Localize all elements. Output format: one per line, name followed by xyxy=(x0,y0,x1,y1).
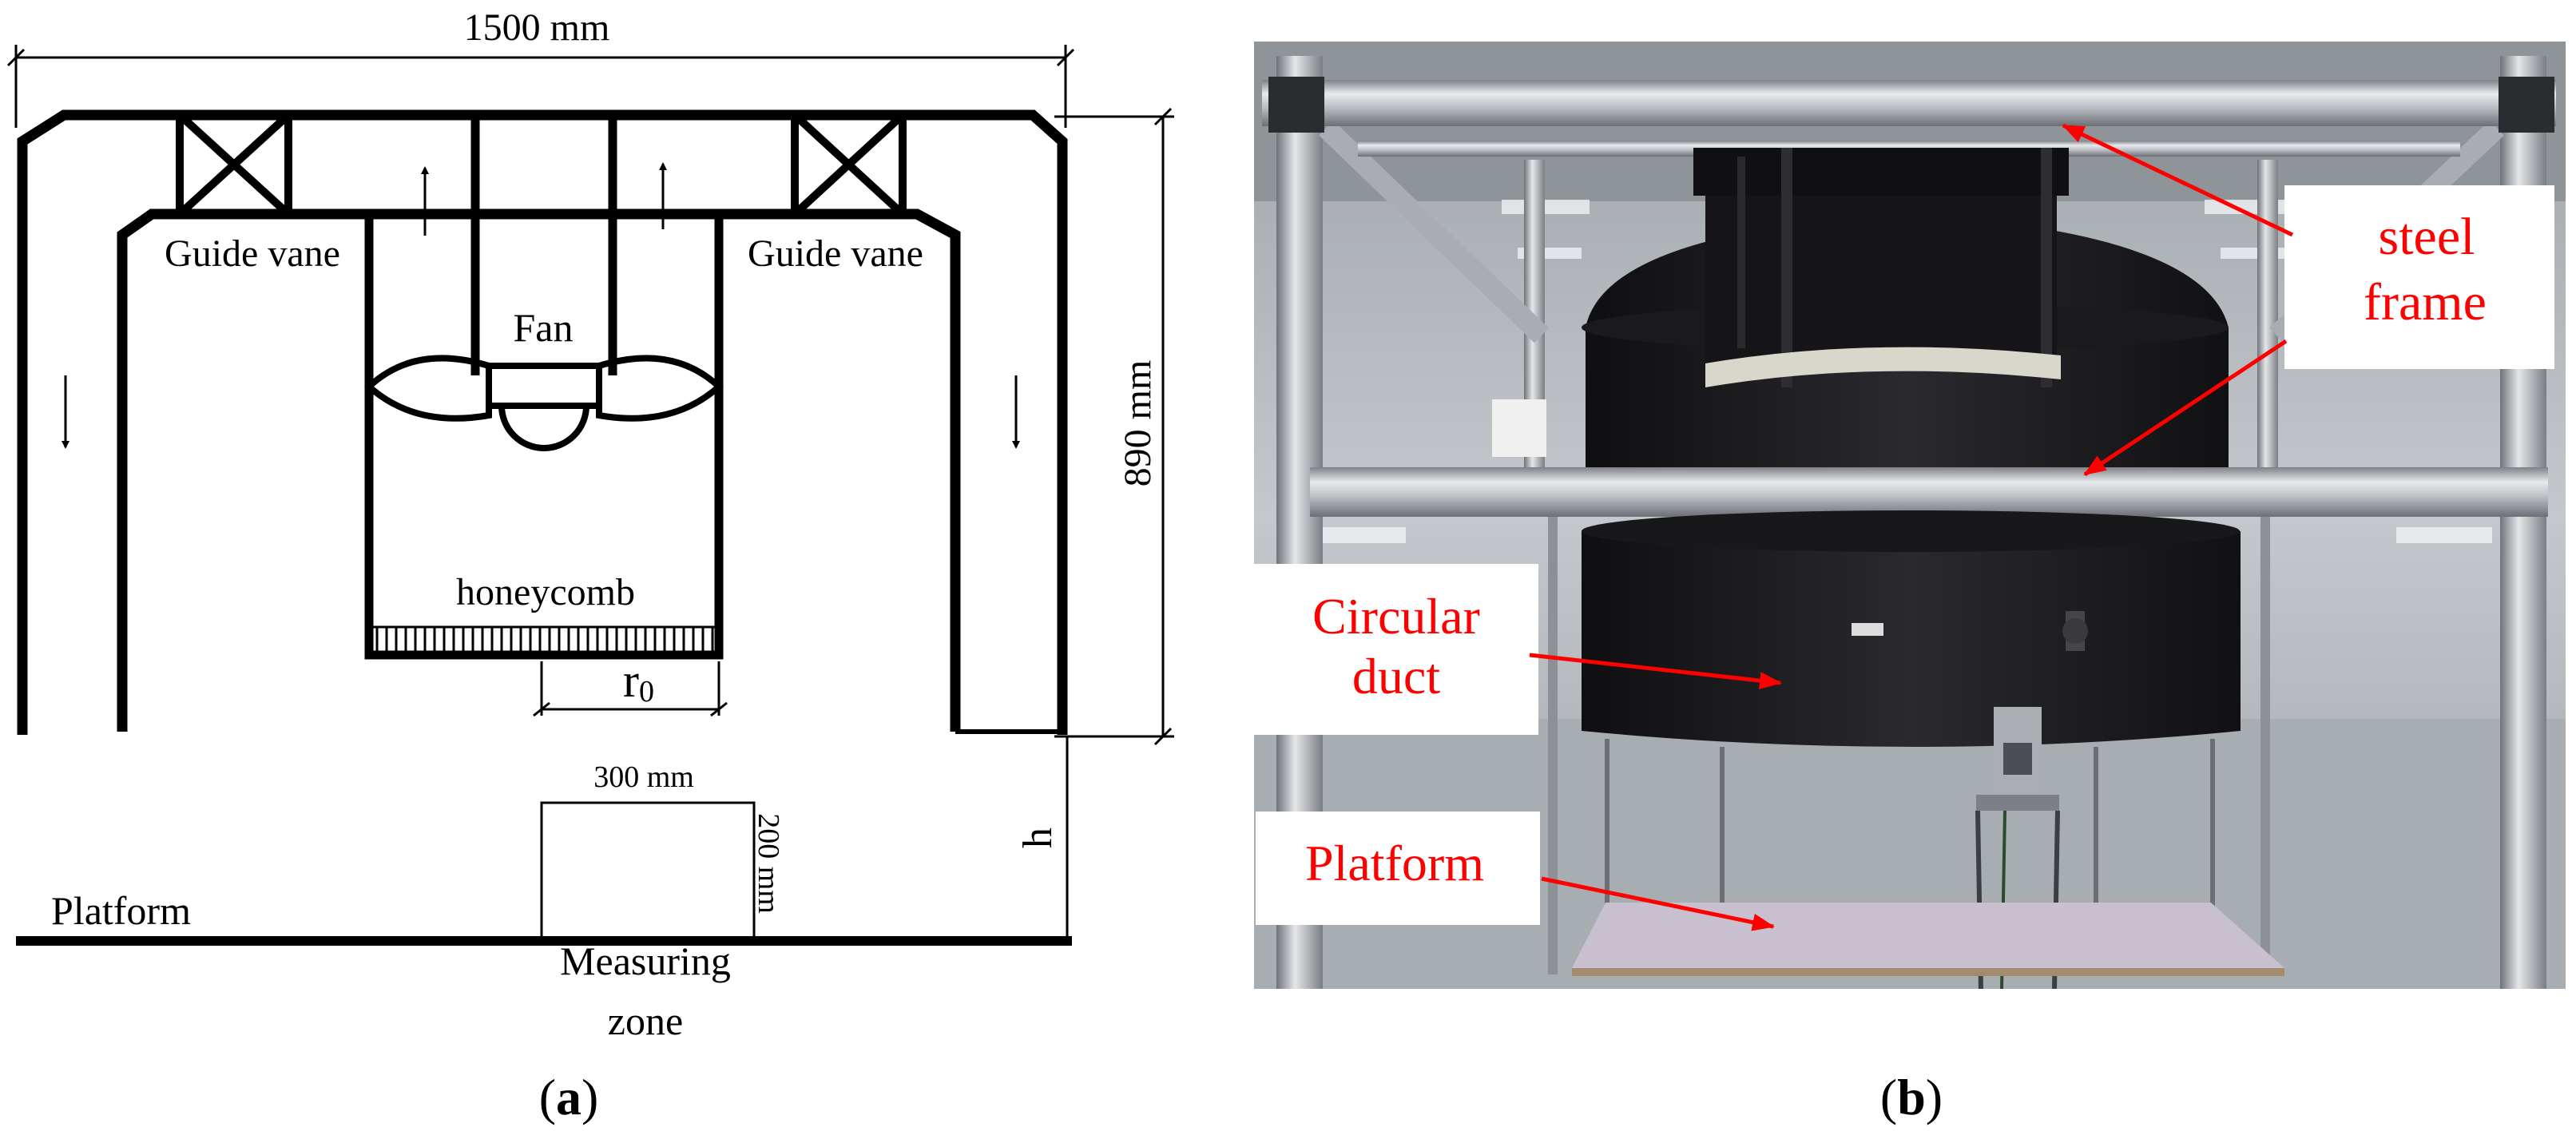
fan xyxy=(364,355,724,451)
width-dimension xyxy=(6,45,1075,128)
circular-duct-lower xyxy=(1582,510,2241,747)
fan-label: Fan xyxy=(514,305,574,350)
honeycomb xyxy=(369,625,719,651)
arrow-icon xyxy=(1529,653,1782,690)
paper-note xyxy=(1492,399,1546,457)
honeycomb-label: honeycomb xyxy=(456,571,635,613)
platform-label-a: Platform xyxy=(51,888,191,933)
circular-duct-label-line1: Circular xyxy=(1312,588,1480,645)
caption-a-open: ( xyxy=(539,1069,556,1125)
guide-vane-right-label: Guide vane xyxy=(748,232,923,275)
caption-a-close: ) xyxy=(581,1069,598,1125)
platform-board xyxy=(1572,903,2284,968)
r0-letter: r xyxy=(623,654,639,707)
arrow-icon xyxy=(2062,123,2294,237)
outer-casing xyxy=(17,109,1068,735)
guide-vane-left-box xyxy=(176,111,292,218)
arrow-icon xyxy=(2083,339,2288,477)
circular-duct-label-line2: duct xyxy=(1352,648,1440,704)
steel-frame-label-line2: frame xyxy=(2364,273,2487,331)
measuring-zone-label-line2: zone xyxy=(608,998,683,1043)
panel-a-schematic xyxy=(6,45,1174,946)
caption-b-open: ( xyxy=(1880,1069,1897,1125)
steel-frame-label-box xyxy=(2284,185,2554,369)
measuring-zone-label-line1: Measuring xyxy=(560,939,731,983)
r0-dimension xyxy=(533,661,728,717)
steel-frame-top-bar xyxy=(1262,80,2556,126)
guide-vane-right-box xyxy=(791,111,907,218)
steel-frame-label-line1: steel xyxy=(2379,208,2475,266)
caption-a-letter: a xyxy=(556,1069,581,1125)
h-label: h xyxy=(1015,827,1061,848)
zone-width-label: 300 mm xyxy=(593,760,694,794)
caption-b-letter: b xyxy=(1897,1069,1926,1125)
panel-a-labels: 1500 mm 890 mm Guide vane Guide vane Fan… xyxy=(51,6,1159,1125)
height-label: 890 mm xyxy=(1117,360,1159,487)
platform-label-box xyxy=(1256,812,1540,925)
r0-label: r0 xyxy=(623,654,654,708)
steel-frame-middle-bar xyxy=(1310,467,2548,517)
panel-b-photo: steel frame Circular duct Platform (b) xyxy=(1254,42,2566,1125)
r0-subscript: 0 xyxy=(639,675,654,708)
width-label: 1500 mm xyxy=(464,6,610,49)
circular-duct-upper xyxy=(1492,148,2229,471)
annotation-circular-duct: Circular duct xyxy=(1254,564,1782,735)
circular-duct-label-box xyxy=(1254,564,1538,735)
zone-height-label: 200 mm xyxy=(752,813,785,914)
annotation-platform: Platform xyxy=(1256,812,1775,931)
measuring-zone-box xyxy=(540,801,756,942)
caption-a: (a) xyxy=(539,1069,599,1125)
platform-label-b: Platform xyxy=(1305,835,1484,891)
flow-arrows xyxy=(62,162,1020,449)
central-duct xyxy=(364,115,724,660)
guide-vane-left-label: Guide vane xyxy=(165,232,340,275)
annotation-steel-frame: steel frame xyxy=(2062,123,2554,477)
height-dimension xyxy=(1054,107,1174,746)
caption-b: (b) xyxy=(1880,1069,1943,1125)
caption-b-close: ) xyxy=(1926,1069,1943,1125)
arrow-icon xyxy=(1541,876,1775,931)
